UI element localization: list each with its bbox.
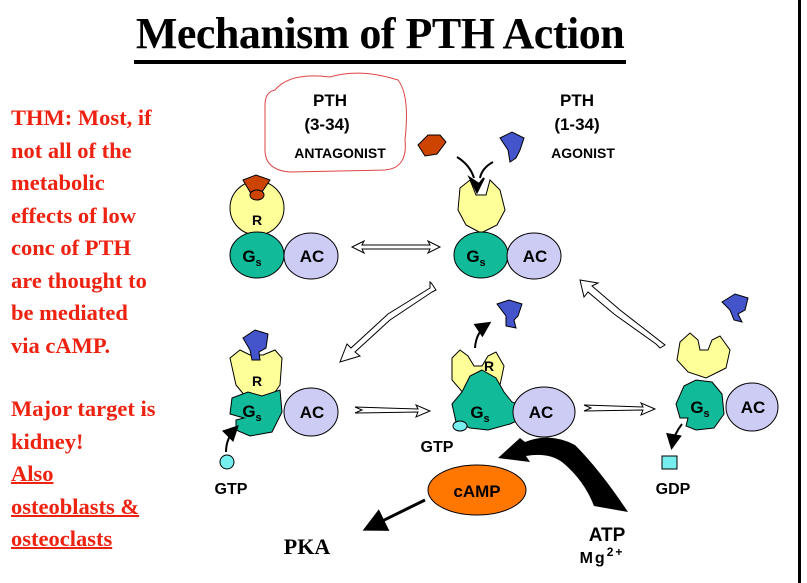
gdp-label: GDP — [656, 481, 691, 498]
agonist-name: PTH — [560, 91, 594, 110]
gs-label: Gs — [242, 247, 261, 269]
antagonist-highlight-outline — [264, 72, 407, 173]
gs-label: Gs — [242, 402, 261, 424]
gtp-label-center: GTP — [421, 439, 454, 456]
note-line: osteoblasts & — [11, 493, 140, 519]
complex-agonist-bound: R Gs AC GTP — [215, 329, 339, 498]
adenylyl-cyclase-icon — [725, 382, 779, 432]
antagonist-ligand-icon — [417, 134, 447, 157]
gs-label: Gs — [466, 247, 485, 269]
note-line: conc of PTH — [11, 235, 131, 260]
agonist-fragment: (1-34) — [554, 115, 599, 134]
gtp-label-left: GTP — [215, 481, 248, 498]
agonist-ligand-icon — [499, 131, 525, 163]
receptor-label: R — [252, 373, 262, 389]
arrow-to-agonist-bound — [339, 280, 437, 363]
note-line: Major target is — [11, 396, 156, 421]
receptor-label: R — [484, 358, 494, 374]
antagonist-ligand-icon — [242, 174, 271, 193]
antagonist-name: PTH — [313, 91, 347, 110]
camp-molecule-icon — [427, 464, 527, 516]
gdp-molecule-icon — [661, 455, 678, 470]
ac-label: AC — [741, 398, 766, 417]
note-line: Also — [11, 461, 54, 486]
antagonist-role: ANTAGONIST — [294, 145, 386, 161]
thm-note: THM: Most, if not all of the metabolic e… — [11, 102, 152, 362]
gs-label: Gs — [470, 403, 489, 425]
equilibrium-double-arrow — [350, 239, 442, 255]
binding-burst-icon — [456, 156, 494, 195]
ac-label: AC — [300, 247, 325, 266]
complex-unbound: Gs AC — [453, 179, 562, 280]
gs-protein-icon — [229, 389, 283, 437]
ac-label: AC — [529, 403, 554, 422]
complex-gdp-release: Gs AC GDP — [656, 293, 779, 498]
target-note: Major target is kidney! Also osteoblasts… — [11, 393, 156, 556]
complex-antagonist-bound: R Gs AC — [229, 174, 339, 280]
gs-protein-icon — [229, 231, 285, 279]
note-line: effects of low — [11, 202, 136, 228]
note-line: be mediated — [11, 300, 128, 325]
note-line: THM: Most, if — [11, 105, 152, 130]
ac-label: AC — [523, 247, 548, 266]
agonist-ligand-icon — [496, 299, 523, 329]
camp-label: cAMP — [453, 482, 500, 501]
atp-label: ATP — [589, 525, 626, 546]
ac-label: AC — [300, 403, 325, 422]
receptor-label: R — [252, 212, 262, 228]
adenylyl-cyclase-icon — [512, 386, 576, 438]
adenylyl-cyclase-icon — [283, 387, 339, 437]
gs-protein-icon — [451, 369, 525, 431]
gs-protein-icon — [675, 379, 725, 431]
note-line: kidney! — [11, 428, 84, 454]
pka-label: PKA — [284, 534, 331, 559]
adenylyl-cyclase-icon — [506, 232, 562, 280]
adenylyl-cyclase-icon — [283, 232, 339, 280]
complex-activated: R Gs AC GTP — [421, 299, 576, 456]
mg-label: Mg2+ — [580, 545, 625, 567]
gdp-release-arrow — [666, 423, 683, 450]
camp-to-pka-arrow — [362, 498, 426, 531]
note-line: are thought to — [11, 267, 147, 293]
arrow-to-inactivated — [583, 402, 657, 416]
note-line: osteoclasts — [11, 526, 113, 551]
note-line: not all of the — [11, 137, 132, 163]
receptor-icon — [676, 332, 731, 379]
slide-border — [798, 0, 801, 583]
arrow-to-activated — [354, 404, 432, 418]
receptor-icon — [457, 179, 506, 234]
gtp-molecule-icon — [219, 454, 235, 470]
antagonist-fragment: (3-34) — [304, 115, 349, 134]
gtp-binding-arrow — [221, 425, 239, 453]
agonist-ligand-icon — [721, 293, 749, 323]
note-line: via cAMP. — [11, 332, 111, 358]
agonist-ligand-icon — [242, 329, 269, 361]
gs-label: Gs — [690, 398, 709, 420]
gtp-molecule-icon — [452, 420, 468, 432]
gs-protein-icon — [453, 231, 509, 279]
atp-conversion-arrow — [498, 437, 628, 512]
arrow-return-cycle — [579, 279, 666, 349]
agonist-role: AGONIST — [551, 145, 615, 161]
ligand-release-arrow — [473, 321, 492, 349]
page-title: Mechanism of PTH Action — [0, 8, 760, 64]
note-line: metabolic — [11, 170, 105, 195]
